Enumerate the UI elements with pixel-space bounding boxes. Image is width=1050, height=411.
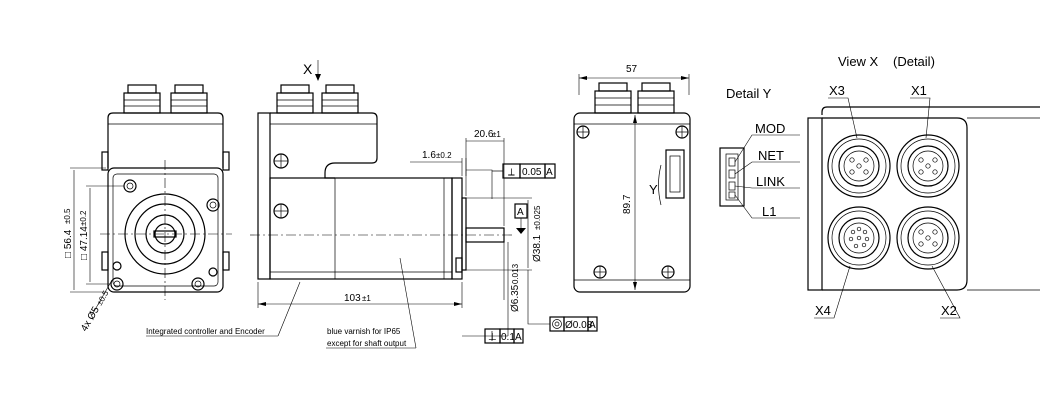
led-mod: MOD xyxy=(755,121,785,136)
dim-sq-47-tol: ±0.2 xyxy=(79,210,88,226)
connector-x3: X3 xyxy=(829,83,845,98)
y-label: Y xyxy=(649,182,658,197)
dim-dia-6-tol: 0.013 xyxy=(511,263,520,284)
dim-width-57: 57 xyxy=(626,64,638,75)
dim-height-89: 89.7 xyxy=(622,194,633,214)
flatness-symbol: ⊥ xyxy=(488,332,497,343)
connector-x4: X4 xyxy=(815,303,831,318)
conc-ref: A xyxy=(589,320,596,331)
connector-x2: X2 xyxy=(941,303,957,318)
flat-value: 0.1 xyxy=(501,332,515,343)
perp-ref: A xyxy=(546,167,553,178)
dim-dia-38-tol: ±0.025 xyxy=(533,205,542,230)
dim-holes: 4x Ø5 xyxy=(79,305,102,334)
flat-ref: A xyxy=(515,332,522,343)
dim-len-103-tol: ±1 xyxy=(362,294,371,303)
connector-x1: X1 xyxy=(911,83,927,98)
perp-value: 0.05 xyxy=(522,167,542,178)
perpendicularity-symbol: ⟂ xyxy=(508,167,515,178)
detail-y-title: Detail Y xyxy=(726,86,772,101)
x-arrow-label: X xyxy=(303,61,313,77)
rear-view xyxy=(573,74,691,293)
view-x-subtitle: (Detail) xyxy=(893,54,935,69)
dim-dia-38: Ø38.1 xyxy=(532,234,543,262)
dim-dia-6: Ø6.35 xyxy=(510,284,521,312)
side-view xyxy=(146,60,598,349)
dim-len-20-tol: ±1 xyxy=(492,130,501,139)
dim-len-1-6-tol: ±0.2 xyxy=(436,151,452,160)
dim-holes-tol: ±0.5 xyxy=(95,289,111,307)
detail-y-labels: Detail Y MOD NET LINK L1 xyxy=(726,86,785,219)
led-l1: L1 xyxy=(762,204,776,219)
view-x xyxy=(807,97,1040,319)
front-view-labels: □ 56.4 ±0.5 □ 47.14 ±0.2 4x Ø5 ±0.5 xyxy=(63,208,111,334)
note-varnish-1: blue varnish for IP65 xyxy=(327,327,401,336)
dim-sq-56: □ 56.4 xyxy=(63,229,74,258)
detail-y xyxy=(719,134,800,219)
front-view xyxy=(70,84,232,316)
dim-len-20: 20.6 xyxy=(474,129,494,140)
led-net: NET xyxy=(758,148,784,163)
dim-len-103: 103 xyxy=(344,293,361,304)
view-x-labels: View X (Detail) X3 X1 X4 X2 xyxy=(815,54,957,318)
side-view-labels: X 103 ±1 20.6 ±1 1.6 ±0.2 ⟂ 0.05 A A Ø38… xyxy=(146,61,596,348)
dim-len-1-6: 1.6 xyxy=(422,150,436,161)
note-varnish-2: except for shaft output xyxy=(327,339,407,348)
note-integrated: Integrated controller and Encoder xyxy=(146,327,265,336)
rear-view-labels: 57 89.7 Y xyxy=(622,64,658,214)
dim-sq-56-tol: ±0.5 xyxy=(63,208,72,224)
conc-value: Ø0.08 xyxy=(565,320,593,331)
led-link: LINK xyxy=(756,174,785,189)
datum-a: A xyxy=(517,207,524,218)
dim-sq-47: □ 47.14 xyxy=(79,226,90,260)
view-x-title: View X xyxy=(838,54,879,69)
